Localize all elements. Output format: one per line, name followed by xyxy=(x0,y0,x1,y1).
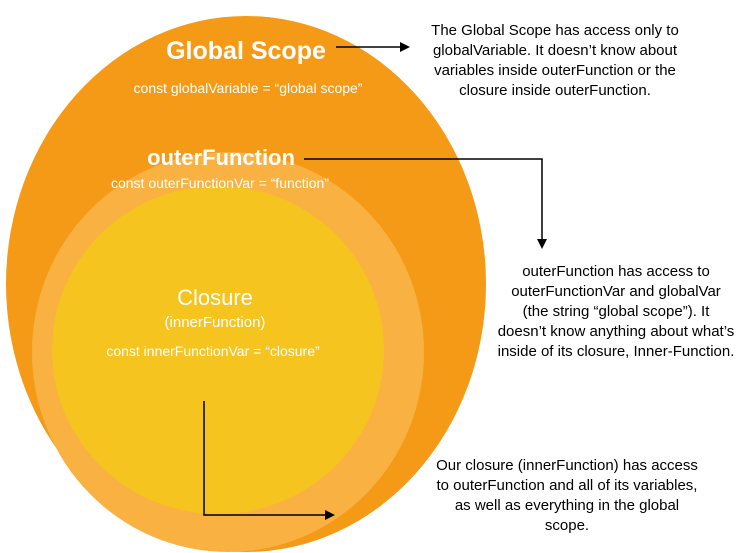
global-scope-code: const globalVariable = “global scope” xyxy=(134,80,363,96)
closure-circle xyxy=(52,186,384,514)
outer-function-title: outerFunction xyxy=(147,145,295,170)
global-scope-title: Global Scope xyxy=(166,37,326,65)
closure-title: Closure xyxy=(177,285,253,310)
closure-arrow xyxy=(203,401,335,520)
outer-function-arrow xyxy=(304,158,547,249)
outer-function-note: outerFunction has access to outerFunctio… xyxy=(497,263,735,360)
closure-code: const innerFunctionVar = “closure” xyxy=(106,343,320,359)
closure-subtitle: (innerFunction) xyxy=(165,314,266,331)
global-scope-note: The Global Scope has access only to glob… xyxy=(431,22,679,99)
closure-note: Our closure (innerFunction) has access t… xyxy=(436,457,698,534)
outer-function-code: const outerFunctionVar = “function” xyxy=(111,175,329,191)
